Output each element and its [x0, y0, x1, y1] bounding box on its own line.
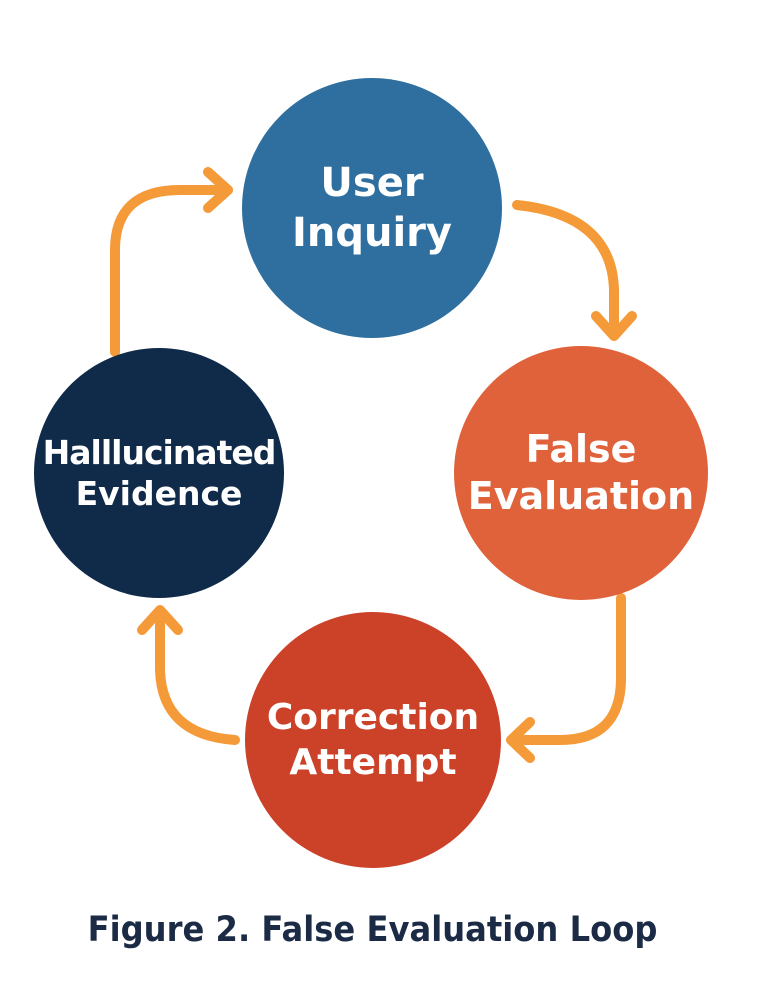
node-user-inquiry: User Inquiry	[242, 78, 502, 338]
node-hallucinated-evidence: Halllucinated Evidence	[34, 348, 284, 598]
node-label: Evaluation	[467, 474, 695, 518]
arrow-false-to-correction	[507, 593, 626, 745]
arrowhead-down-icon	[591, 311, 637, 341]
arrow-correction-to-hallucinated	[155, 607, 240, 745]
arrowhead-right-icon	[203, 167, 233, 213]
node-false-evaluation: False Evaluation	[454, 346, 708, 600]
node-label: Evidence	[75, 474, 243, 513]
arrow-user-to-false	[512, 200, 619, 340]
node-label: User	[320, 160, 424, 206]
node-label: Correction	[266, 697, 480, 738]
arrowhead-left-icon	[506, 717, 535, 763]
node-label: Inquiry	[292, 210, 452, 256]
node-correction-attempt: Correction Attempt	[245, 612, 501, 868]
arrow-hallucinated-to-user	[110, 185, 233, 357]
node-label: False	[525, 426, 637, 471]
node-label: Attempt	[289, 742, 457, 783]
figure-caption: Figure 2. False Evaluation Loop	[87, 910, 658, 950]
arrowhead-up-icon	[137, 605, 183, 635]
node-label: Halllucinated	[42, 432, 277, 472]
